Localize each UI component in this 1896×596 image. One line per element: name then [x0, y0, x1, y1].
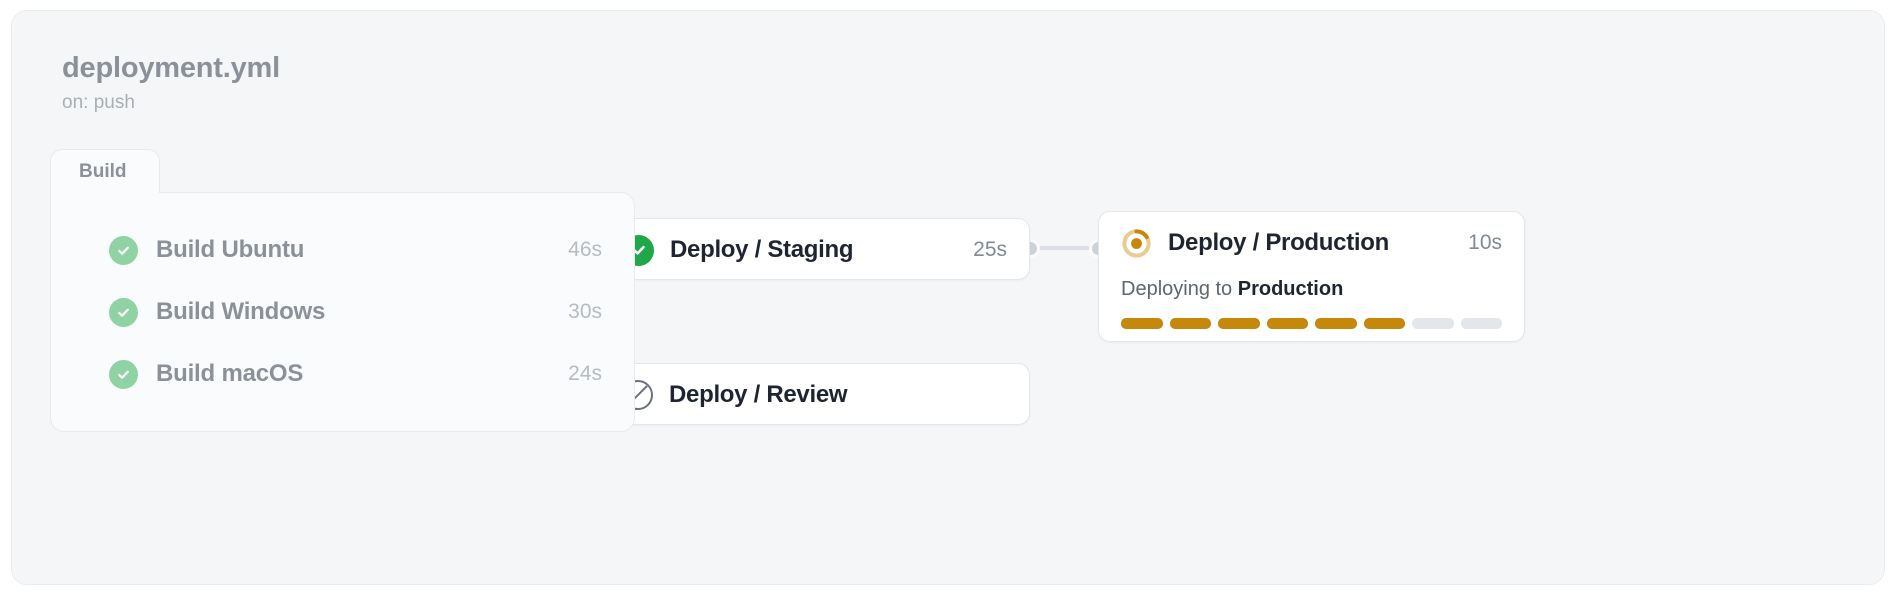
workflow-canvas: deployment.yml on: push Build Build U: [11, 10, 1885, 585]
progress-segment: [1266, 318, 1308, 329]
node-header: Deploy / Production 10s: [1099, 212, 1524, 274]
node-subtitle-prefix: Deploying to: [1121, 278, 1238, 300]
node-header: Deploy / Review: [601, 364, 1029, 426]
progress-segment: [1121, 318, 1163, 329]
job-name: Build macOS: [156, 360, 304, 387]
job-row[interactable]: Build macOS 24s: [51, 343, 634, 405]
node-duration: 25s: [973, 238, 1007, 261]
node-title: Deploy / Production: [1168, 229, 1389, 256]
node-deploy-production[interactable]: Deploy / Production 10s Deploying to Pro…: [1098, 211, 1525, 342]
workflow-header: deployment.yml on: push: [62, 51, 280, 114]
job-group-build: Build Build Ubuntu 46s Build Windows: [50, 149, 635, 432]
progress-segment: [1169, 318, 1211, 329]
progress-segment: [1218, 318, 1260, 329]
check-circle-icon: [109, 235, 138, 265]
progress-segment: [1460, 318, 1502, 329]
node-deploy-review[interactable]: Deploy / Review: [600, 363, 1030, 425]
group-tab-build[interactable]: Build: [50, 149, 160, 193]
group-body: Build Ubuntu 46s Build Windows 30s: [50, 192, 635, 432]
job-name: Build Windows: [156, 298, 326, 325]
progress-segment: [1412, 318, 1454, 329]
workflow-title: deployment.yml: [62, 52, 280, 84]
node-subtitle-target: Production: [1237, 278, 1344, 300]
job-duration: 46s: [568, 238, 602, 261]
job-name: Build Ubuntu: [156, 236, 305, 263]
node-title: Deploy / Staging: [670, 236, 854, 263]
node-duration: 10s: [1468, 231, 1502, 254]
check-circle-icon: [109, 359, 138, 389]
node-title: Deploy / Review: [669, 381, 848, 408]
job-duration: 30s: [568, 300, 602, 323]
progress-segment: [1363, 318, 1405, 329]
progress-bar: [1099, 318, 1524, 329]
job-row[interactable]: Build Ubuntu 46s: [51, 219, 634, 281]
check-circle-icon: [109, 297, 138, 327]
job-row[interactable]: Build Windows 30s: [51, 281, 634, 343]
progress-segment: [1315, 318, 1357, 329]
group-tab-label: Build: [79, 161, 127, 182]
running-spinner-icon: [1121, 228, 1152, 259]
node-deploy-staging[interactable]: Deploy / Staging 25s: [600, 218, 1030, 280]
workflow-trigger: on: push: [62, 92, 135, 113]
node-subtitle: Deploying to Production: [1099, 278, 1524, 301]
job-duration: 24s: [568, 362, 602, 385]
node-header: Deploy / Staging 25s: [601, 219, 1029, 281]
